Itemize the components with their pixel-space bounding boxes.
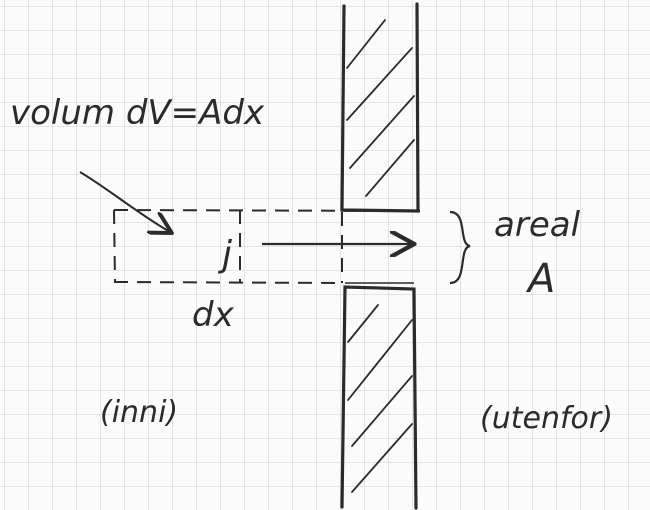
length-label: dx bbox=[192, 295, 235, 335]
outside-label: (utenfor) bbox=[480, 401, 613, 436]
opening-edge-lines bbox=[342, 210, 420, 284]
volume-element-dashed-box bbox=[113, 209, 421, 284]
area-symbol-label: A bbox=[525, 256, 555, 302]
area-word-label: areal bbox=[494, 205, 581, 245]
wall-lower bbox=[340, 285, 418, 510]
volume-label: volum dV=Adx bbox=[10, 93, 265, 133]
volume-pointer-arrow bbox=[79, 171, 170, 232]
area-brace bbox=[449, 210, 471, 285]
inside-label: (inni) bbox=[100, 395, 178, 430]
